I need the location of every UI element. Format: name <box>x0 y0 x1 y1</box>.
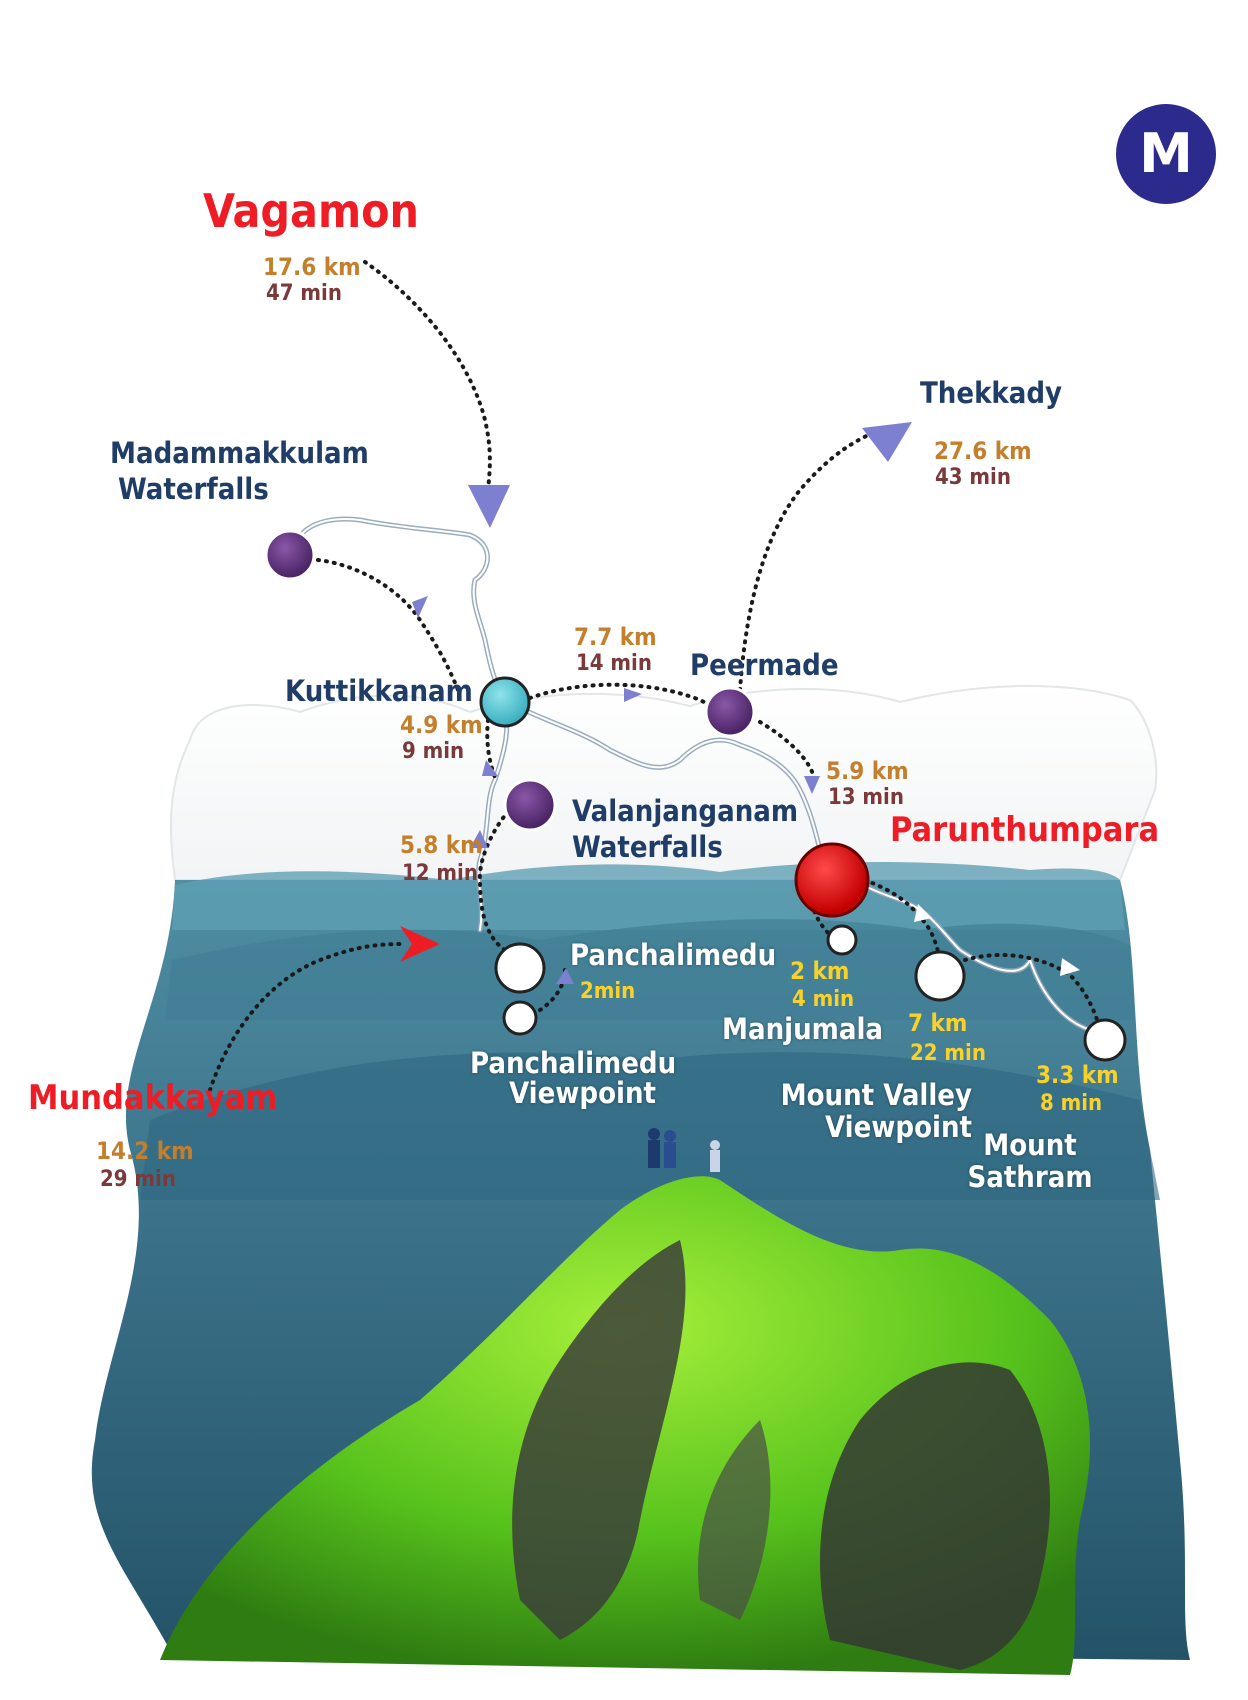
label-mundakkayam: Mundakkayam <box>28 1078 278 1118</box>
time-kuttikkanam: 9 min <box>402 739 465 764</box>
mid-hills <box>165 919 1135 1020</box>
arrow-peermade <box>624 688 642 702</box>
arrow-sathram <box>1060 958 1080 976</box>
distance-valanjanganam: 5.8 km <box>400 831 483 859</box>
time-panchalimedu: 2min <box>580 979 636 1004</box>
marker-mount-valley <box>914 950 966 1002</box>
location-markers <box>264 529 1127 1062</box>
distance-kuttikkanam-peermade: 7.7 km <box>574 623 657 651</box>
time-mundakkayam: 29 min <box>100 1167 176 1192</box>
label-panchalimedu-viewpoint-line2: Viewpoint <box>508 1076 656 1110</box>
marker-mount-sathram <box>1083 1018 1127 1062</box>
distance-vagamon: 17.6 km <box>263 253 361 281</box>
route-parunthumpara-mountvalley <box>863 878 942 962</box>
label-mount-sathram-line2: Sathram <box>967 1160 1093 1194</box>
time-kuttikkanam-peermade: 14 min <box>576 651 652 676</box>
marker-kuttikkanam <box>479 676 531 728</box>
marker-peermade <box>704 686 756 738</box>
time-valanjanganam: 12 min <box>402 861 478 886</box>
route-kuttikkanam-peermade <box>528 682 722 714</box>
route-mundakkayam <box>208 942 407 1092</box>
distance-mount-valley: 7 km <box>908 1009 968 1037</box>
front-hills <box>140 1052 1160 1200</box>
marker-valanjanganam <box>503 778 557 832</box>
distance-thekkady: 27.6 km <box>934 437 1032 465</box>
marker-manjumala <box>826 924 858 956</box>
marker-parunthumpara <box>794 842 870 918</box>
label-mount-valley: Mount Valley <box>780 1078 972 1112</box>
distant-hills <box>172 862 1125 930</box>
rock-mid <box>698 1420 771 1620</box>
route-panchalimedu-viewpoint <box>538 968 567 1012</box>
manorama-m-logo: M <box>1116 104 1216 204</box>
distance-peermade-parunthumpara: 5.9 km <box>826 757 909 785</box>
route-mountvalley-sathram <box>963 953 1102 1032</box>
route-thekkady <box>738 428 882 692</box>
time-mount-sathram: 8 min <box>1040 1091 1103 1116</box>
road-madammakkulam <box>291 516 508 703</box>
route-arrows <box>400 422 1080 984</box>
time-manjumala: 4 min <box>792 987 855 1012</box>
arrow-madammakkulam <box>412 596 428 618</box>
dark-rock-face <box>512 1240 686 1640</box>
route-valanjanganam-panchalimedu <box>477 798 522 952</box>
time-vagamon: 47 min <box>266 281 342 306</box>
label-panchalimedu-viewpoint: Panchalimedu <box>470 1046 677 1080</box>
route-parunthumpara-manjumala <box>807 878 832 937</box>
distance-manjumala: 2 km <box>790 957 850 985</box>
label-mount-valley-line2: Viewpoint <box>824 1110 972 1144</box>
label-thekkady: Thekkady <box>920 376 1063 410</box>
arrow-kuttikkanam <box>482 760 498 776</box>
label-madammakkulam: Madammakkulam <box>110 436 369 470</box>
marker-panchalimedu-viewpoint <box>502 1000 538 1036</box>
label-valanjanganam: Valanjanganam <box>572 794 799 828</box>
label-panchalimedu: Panchalimedu <box>570 938 777 972</box>
distance-mount-sathram: 3.3 km <box>1036 1061 1119 1089</box>
arrow-mundakkayam <box>400 926 440 962</box>
arrow-vagamon <box>468 485 510 528</box>
time-peermade-parunthumpara: 13 min <box>828 785 904 810</box>
label-valanjanganam-line2: Waterfalls <box>572 830 723 864</box>
arrow-panchalimedu <box>556 968 574 984</box>
label-peermade: Peermade <box>690 648 839 682</box>
label-madammakkulam-line2: Waterfalls <box>118 472 269 506</box>
label-parunthumpara: Parunthumpara <box>890 810 1160 850</box>
cloud-sky-area <box>169 685 1158 881</box>
arrow-valanjanganam <box>470 830 488 848</box>
arrow-mountvalley <box>914 904 932 922</box>
distance-kuttikkanam: 4.9 km <box>400 711 483 739</box>
label-manjumala: Manjumala <box>722 1012 883 1046</box>
arrow-parunthumpara <box>804 776 820 794</box>
route-vagamon <box>363 260 492 492</box>
label-vagamon: Vagamon <box>203 184 420 238</box>
arrow-thekkady <box>862 422 912 462</box>
route-peermade-parunthumpara <box>758 720 817 782</box>
dark-rock-face-right <box>820 1362 1050 1670</box>
label-mount-sathram: Mount <box>983 1128 1077 1162</box>
distance-mundakkayam: 14.2 km <box>96 1137 194 1165</box>
marker-panchalimedu <box>494 942 546 994</box>
hikers-silhouette <box>648 1128 720 1172</box>
route-madammakkulam <box>316 558 460 692</box>
time-thekkady: 43 min <box>935 465 1011 490</box>
marker-madammakkulam <box>264 529 316 581</box>
time-mount-valley: 22 min <box>910 1041 986 1066</box>
label-kuttikkanam: Kuttikkanam <box>285 674 473 708</box>
